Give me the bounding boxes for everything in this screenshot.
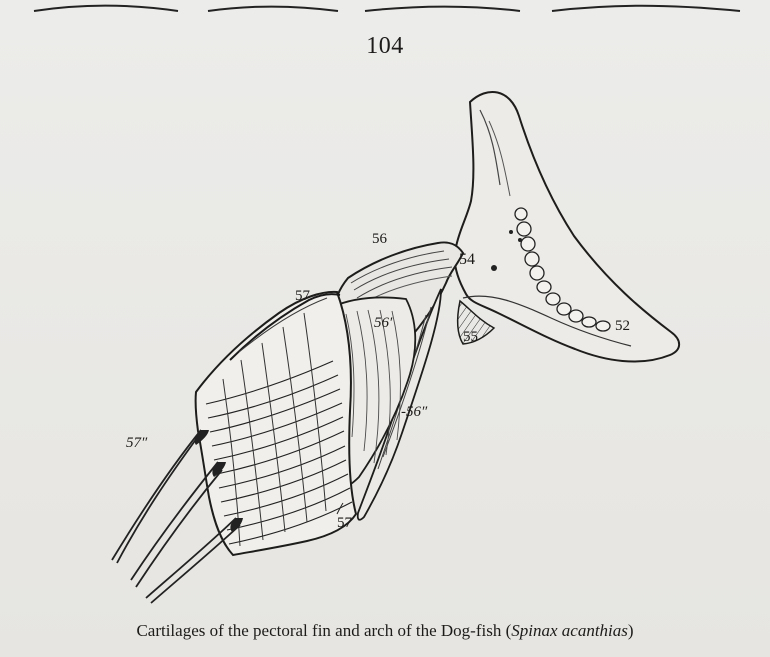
fin-body (196, 292, 356, 555)
jaw-cartilage (455, 92, 680, 362)
label-57-top: 57 (295, 289, 310, 304)
caption-species-text: Spinax acanthias (511, 621, 628, 640)
label-56: 56 (372, 232, 387, 247)
figure-caption: Cartilages of the pectoral fin and arch … (0, 621, 770, 641)
label-56-double-prime: -56″ (401, 405, 427, 420)
label-57-bottom: 57 (337, 516, 352, 531)
label-52: 52 (615, 319, 630, 334)
caption-main-text: Cartilages of the pectoral fin and arch … (136, 621, 511, 640)
label-55: 55 (463, 330, 478, 345)
label-54: 54 (459, 252, 475, 268)
label-56-prime: 56′ (374, 316, 392, 331)
caption-end-text: ) (628, 621, 634, 640)
label-57-double-prime: 57″ (126, 436, 147, 451)
